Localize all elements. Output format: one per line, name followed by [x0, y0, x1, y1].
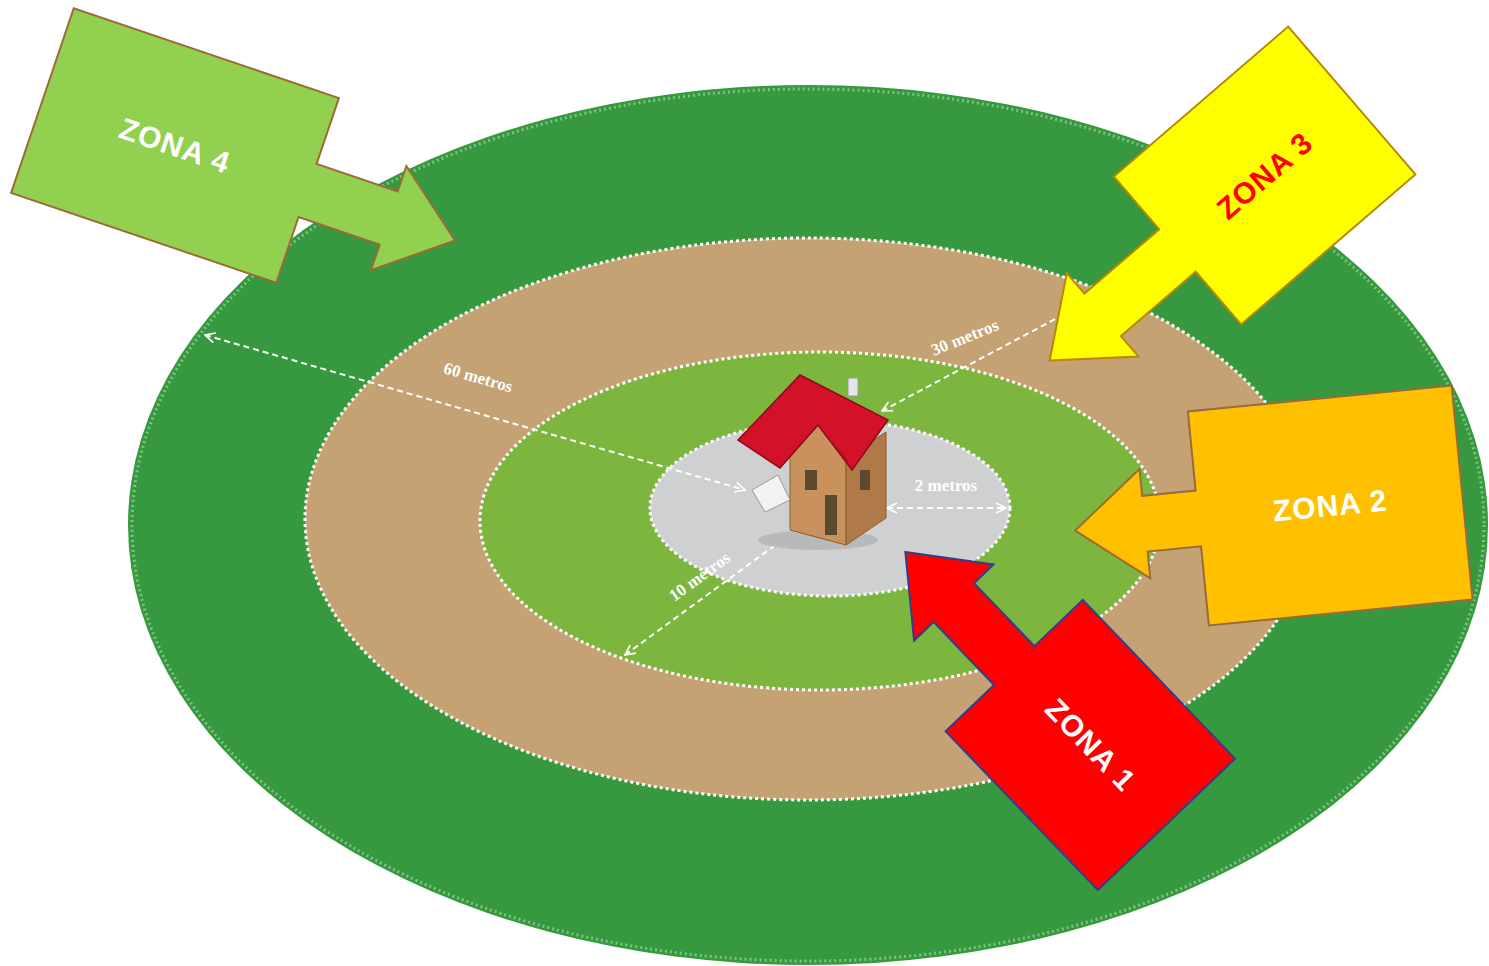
dimension-line [205, 335, 745, 490]
zone-callout: ZONA 2 [1064, 385, 1472, 637]
dimension-line [887, 507, 1006, 509]
callout-outline [836, 486, 1234, 890]
callout-outline [1064, 385, 1472, 637]
callout-body: ZONA 2 [1188, 385, 1473, 625]
dimension-label: 2 metros [915, 476, 977, 496]
callout-outline [11, 8, 486, 333]
callout-body: ZONA 4 [11, 8, 339, 283]
house [738, 375, 888, 550]
zone-label: ZONA 3 [1210, 125, 1319, 226]
callout-arrow-shape [1064, 385, 1472, 637]
zone-label: ZONA 1 [1038, 692, 1142, 798]
callout-outline [986, 26, 1415, 434]
zone-label: ZONA 2 [1271, 482, 1389, 527]
zone-label: ZONA 4 [115, 110, 235, 179]
